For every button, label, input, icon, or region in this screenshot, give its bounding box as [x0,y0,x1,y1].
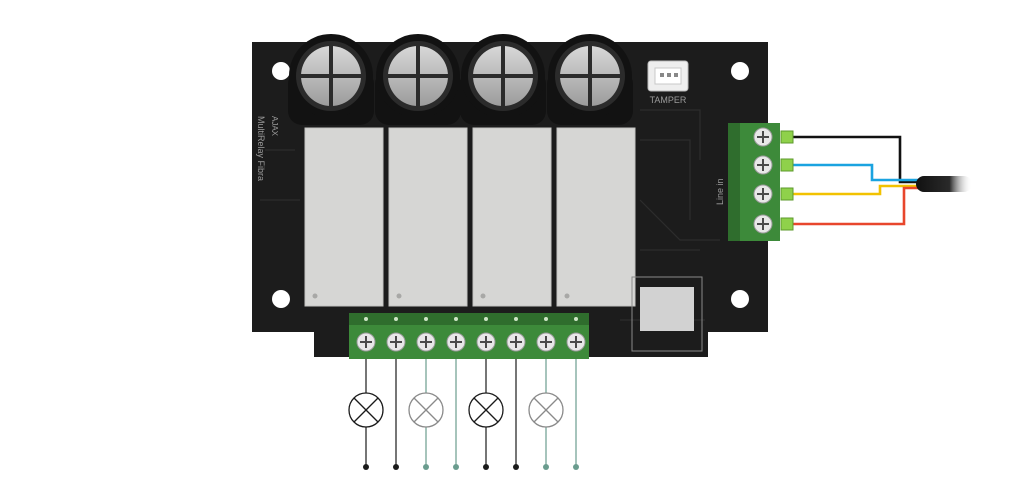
mounting-hole [272,62,290,80]
mounting-hole [272,290,290,308]
model-label: MultiRelay Fibra [256,116,266,181]
output-terminal-block [349,313,589,359]
capacitor-row [288,34,633,125]
lamp-off [528,392,564,428]
input-wires [780,130,972,231]
wire-endpoint [393,464,399,470]
terminal-screw [753,214,773,234]
capacitor [547,34,633,125]
input-wire [790,135,920,184]
terminal-screw [753,184,773,204]
wire-endpoint [513,464,519,470]
relay [556,127,636,307]
relay [472,127,552,307]
line-in-terminal-block [728,123,780,241]
relay [388,127,468,307]
wire-endpoint [573,464,579,470]
tamper-connector [647,60,689,92]
input-cable [916,176,972,192]
terminal-screw [446,332,466,352]
load-lamps [348,392,564,428]
relay-row [304,127,636,307]
tamper-label: TAMPER [650,95,687,105]
terminal-screw [386,332,406,352]
capacitor [288,34,374,125]
capacitor [460,34,546,125]
relay [304,127,384,307]
mounting-holes [272,62,749,308]
mounting-hole [731,62,749,80]
terminal-screw [753,155,773,175]
terminal-screw [753,127,773,147]
terminal-screw [506,332,526,352]
wire-ferrule [780,217,794,231]
terminal-screw [566,332,586,352]
lamp-off [408,392,444,428]
input-wire [790,163,920,182]
lamp-on [468,392,504,428]
tamper-button [631,276,703,352]
terminal-screw [356,332,376,352]
brand-label: AJAX [270,116,279,137]
wire-endpoint [543,464,549,470]
input-wire [790,186,920,226]
terminal-screw [476,332,496,352]
mounting-hole [731,290,749,308]
wire-endpoint [363,464,369,470]
wire-endpoint [423,464,429,470]
wire-ferrule [780,158,794,172]
capacitor [375,34,461,125]
output-wires [363,359,579,470]
wire-endpoint [453,464,459,470]
terminal-screw [536,332,556,352]
wire-ferrule [780,187,794,201]
wire-ferrule [780,130,794,144]
lamp-on [348,392,384,428]
input-wire [790,184,920,196]
line-in-label: Line in [715,178,725,205]
wire-endpoint [483,464,489,470]
terminal-screw [416,332,436,352]
